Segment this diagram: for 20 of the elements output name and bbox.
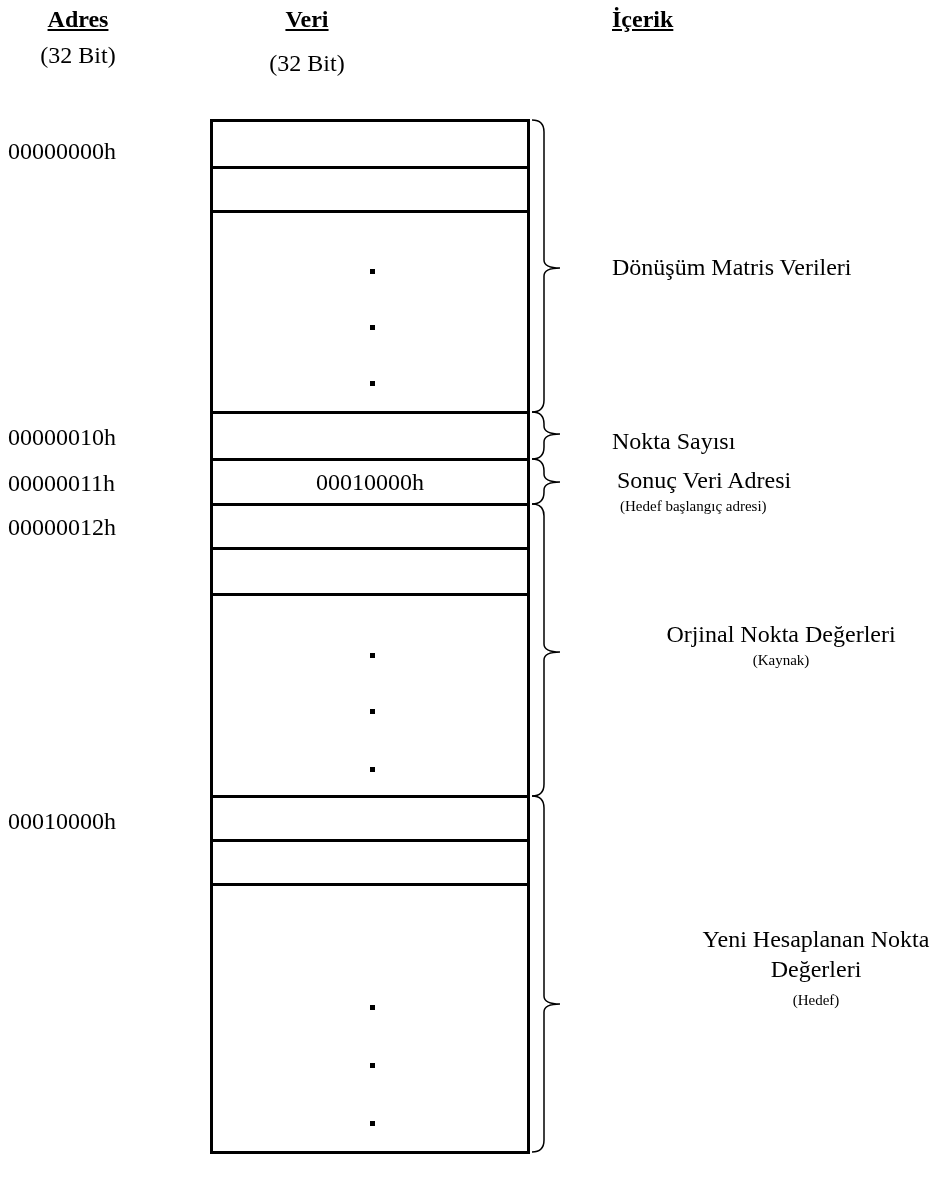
memory-label: 00000000h (8, 137, 117, 166)
memory-label: (Kaynak) (751, 651, 811, 670)
column-heading: Veri (284, 5, 330, 34)
memory-label: (Hedef başlangıç adresi) (620, 497, 768, 516)
memory-label: 00010000h (8, 807, 117, 836)
memory-label: Yeni Hesaplanan Nokta Değerleri (701, 925, 931, 984)
memory-cell (210, 118, 530, 169)
memory-label: (32 Bit) (268, 49, 346, 78)
column-heading: İçerik (612, 5, 675, 34)
memory-label: (Hedef) (791, 991, 841, 1010)
column-heading: Adres (46, 5, 110, 34)
cell-value: 00010000h (316, 469, 424, 494)
memory-label: 00000010h (8, 423, 117, 452)
memory-label: Sonuç Veri Adresi (617, 466, 793, 495)
memory-label: 00000012h (8, 513, 117, 542)
memory-label: Orjinal Nokta Değerleri (665, 620, 897, 649)
memory-label: (32 Bit) (39, 41, 117, 70)
memory-label: 00000011h (8, 469, 117, 498)
memory-label: Dönüşüm Matris Verileri (612, 253, 853, 282)
memory-label: Nokta Sayısı (612, 427, 737, 456)
